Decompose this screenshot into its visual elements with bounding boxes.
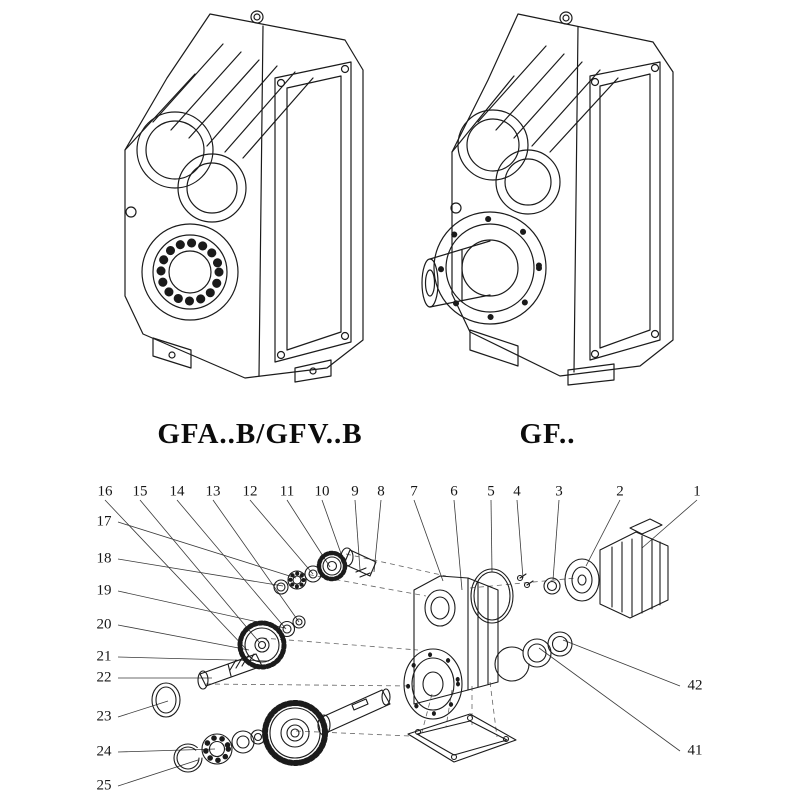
gf-gearbox-drawing	[421, 11, 674, 386]
callout-41: 41	[687, 742, 703, 759]
callout-22: 22	[96, 669, 112, 686]
callout-11: 11	[279, 483, 295, 500]
callout-7: 7	[410, 483, 418, 500]
callout-17: 17	[96, 513, 112, 530]
callout-1: 1	[693, 483, 701, 500]
callout-21: 21	[96, 648, 112, 665]
callout-25: 25	[96, 777, 112, 794]
exploded-parts-drawing	[104, 499, 698, 787]
left-model-caption: GFA..B/GFV..B	[157, 418, 363, 450]
callout-23: 23	[96, 708, 112, 725]
gfab-gearbox-drawing	[124, 10, 364, 383]
callout-6: 6	[450, 483, 458, 500]
callout-14: 14	[169, 483, 185, 500]
callout-16: 16	[97, 483, 113, 500]
callout-12: 12	[242, 483, 258, 500]
callout-42: 42	[687, 677, 703, 694]
callout-24: 24	[96, 743, 112, 760]
callout-4: 4	[513, 483, 521, 500]
callout-3: 3	[555, 483, 563, 500]
leader-lines	[104, 499, 698, 787]
right-model-caption: GF..	[519, 418, 576, 450]
exploded-parts	[151, 518, 669, 773]
callout-2: 2	[616, 483, 624, 500]
callout-15: 15	[132, 483, 148, 500]
callout-8: 8	[377, 483, 385, 500]
callout-5: 5	[487, 483, 495, 500]
assembly-axis-lines	[205, 553, 577, 738]
callout-13: 13	[205, 483, 221, 500]
callout-18: 18	[96, 550, 112, 567]
callout-9: 9	[351, 483, 359, 500]
callout-10: 10	[314, 483, 330, 500]
callout-20: 20	[96, 616, 112, 633]
callout-19: 19	[96, 582, 112, 599]
